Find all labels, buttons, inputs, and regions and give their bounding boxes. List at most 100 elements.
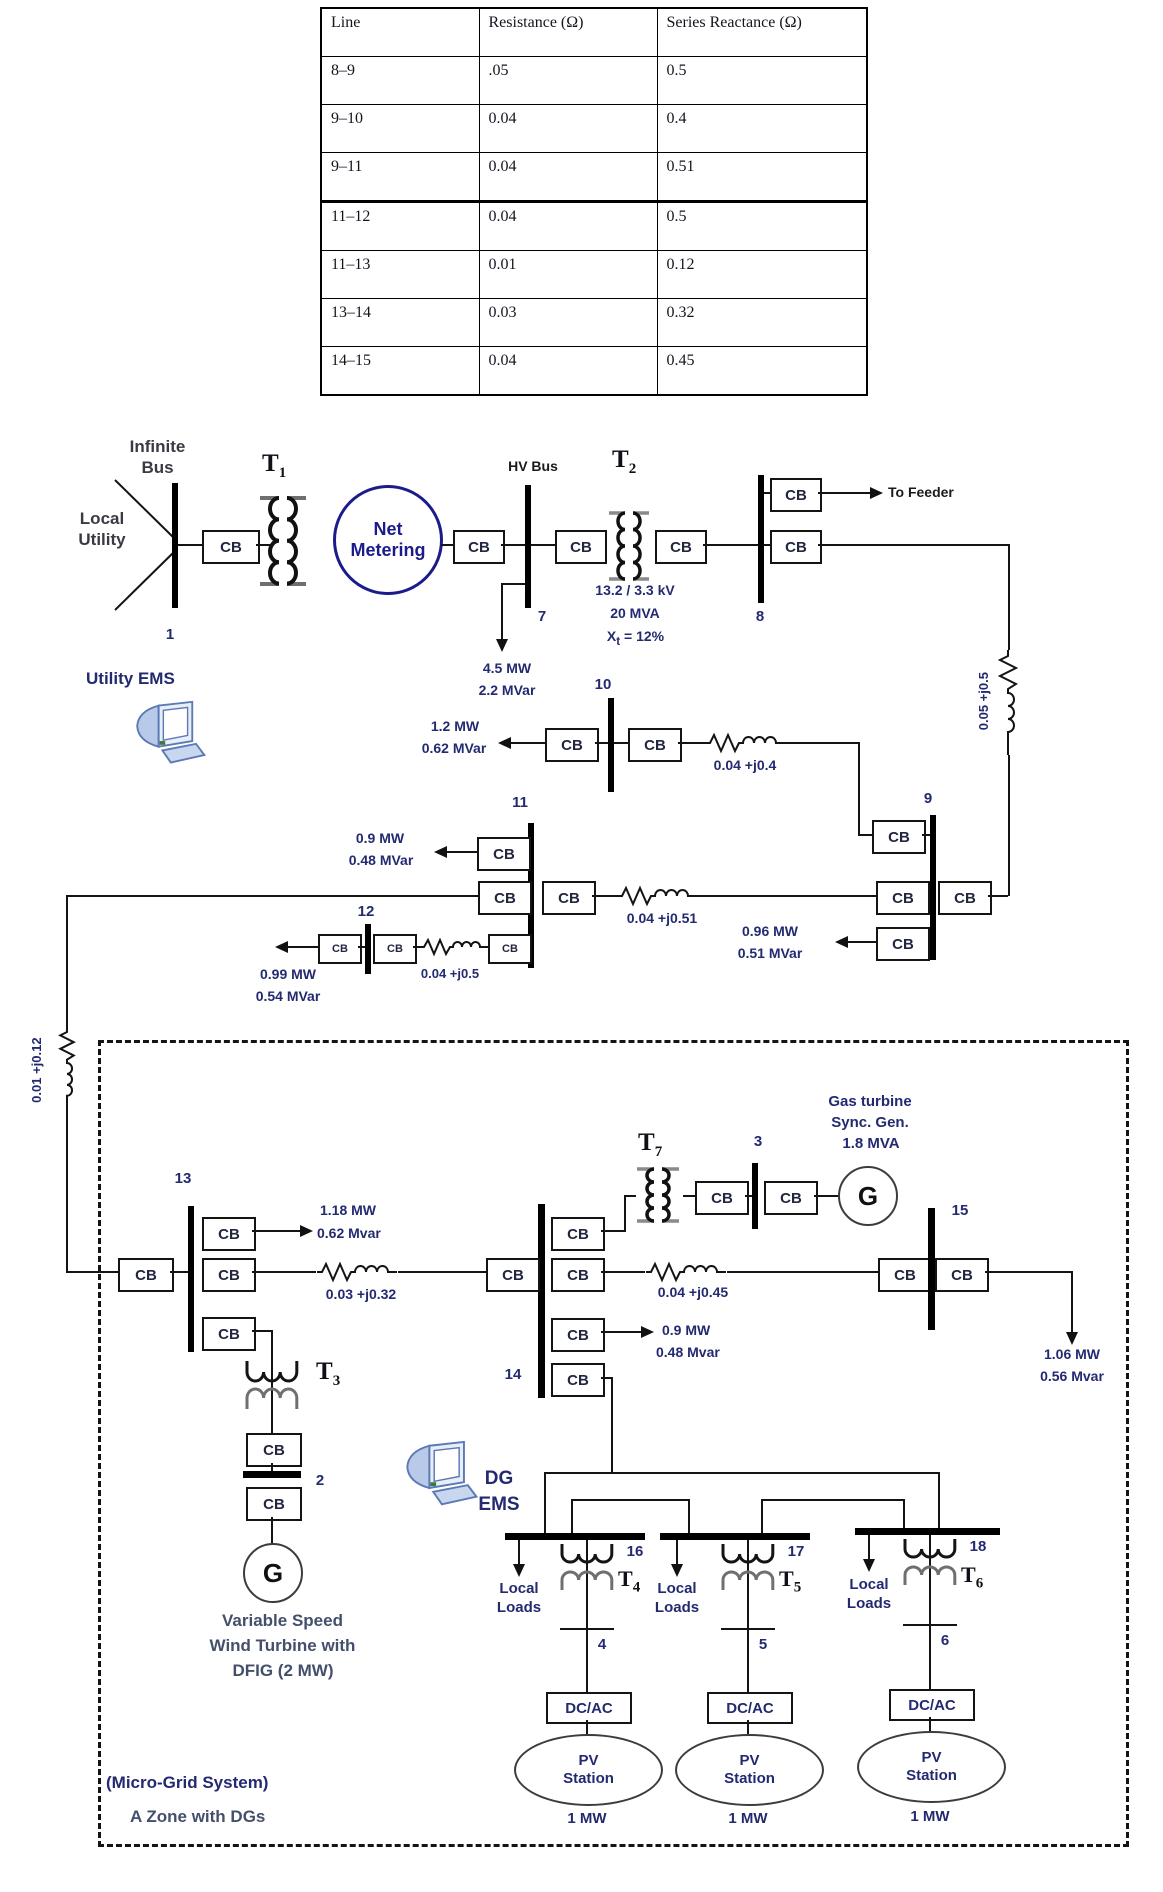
load-arrowhead: [832, 936, 848, 948]
circuit-breaker: CB: [551, 1318, 605, 1352]
bus-16-number: 16: [626, 1543, 644, 1560]
bus-12-number: 12: [357, 903, 375, 920]
wire: [745, 1195, 752, 1197]
bus7-load-mw: 4.5 MW: [482, 660, 532, 676]
transformer-t5-icon: [721, 1544, 775, 1590]
bus-5-number: 5: [758, 1636, 768, 1653]
bus-3-number: 3: [753, 1133, 763, 1150]
wire: [571, 1499, 573, 1534]
circuit-breaker: CB: [202, 1258, 256, 1292]
bus-2-bar: [243, 1471, 301, 1478]
wire: [66, 1115, 68, 1272]
bus-15-bar: [928, 1208, 935, 1330]
wire: [1008, 755, 1010, 896]
wire: [601, 1377, 613, 1379]
table-header-row: Line Resistance (Ω) Series Reactance (Ω): [320, 7, 868, 57]
bus-5-tick: [721, 1628, 775, 1630]
net-metering-circle: Net Metering: [333, 485, 443, 595]
impedance-9-10-icon: [705, 732, 785, 754]
impedance-11-12-icon: [420, 937, 482, 957]
transformer-t4-icon: [560, 1544, 614, 1590]
wire: [985, 1271, 1073, 1273]
impedance-9-10-value: 0.04 +j0.4: [713, 757, 777, 773]
dg-ems-label: DG EMS: [478, 1468, 520, 1515]
transformer-t3-label: T3: [316, 1358, 341, 1389]
bus14-load-mw: 0.9 MW: [662, 1322, 711, 1338]
circuit-breaker: CB: [938, 881, 992, 915]
wire: [785, 742, 860, 744]
bus-17-number: 17: [787, 1543, 805, 1560]
circuit-breaker: CB: [453, 530, 505, 564]
impedance-8-9-icon: [997, 650, 1019, 755]
to-feeder-label: To Feeder: [888, 484, 954, 500]
col-header-resistance: Resistance (Ω): [478, 7, 658, 57]
gas-turbine-label-2: Sync. Gen.: [831, 1114, 909, 1131]
wire: [761, 1499, 763, 1534]
load-arrowhead: [495, 737, 511, 749]
bus-16-bar: [505, 1533, 645, 1540]
wire: [285, 946, 318, 948]
wire: [762, 1499, 905, 1501]
wire: [595, 742, 608, 744]
col-header-line: Line: [320, 7, 480, 57]
circuit-breaker: CB: [878, 1258, 932, 1292]
impedance-11-12-value: 0.04 +j0.5: [420, 966, 480, 981]
bus-10-bar: [608, 698, 614, 792]
wire: [252, 1230, 300, 1232]
bus-11-number: 11: [512, 794, 528, 811]
wire: [988, 895, 1008, 897]
computer-icon: [406, 1440, 479, 1506]
wire: [858, 834, 872, 836]
load-arrowhead: [863, 1559, 875, 1575]
load-arrowhead: [272, 941, 288, 953]
wire: [683, 1195, 695, 1197]
transformer-t6-label: T6: [961, 1562, 984, 1592]
wire: [441, 544, 453, 546]
impedance-14-15-value: 0.04 +j0.45: [657, 1284, 729, 1300]
circuit-breaker: CB: [488, 934, 532, 964]
circuit-breaker: CB: [551, 1217, 605, 1251]
wire: [601, 1331, 641, 1333]
transformer-t7-label: T7: [638, 1129, 663, 1160]
circuit-breaker: CB: [764, 1181, 818, 1215]
wire: [252, 1271, 316, 1273]
dc-ac-converter: DC/AC: [707, 1692, 793, 1724]
wind-generator-circle: G: [243, 1543, 303, 1603]
wire: [482, 946, 488, 948]
bus-1-number: 1: [165, 626, 175, 643]
circuit-breaker: CB: [770, 530, 822, 564]
circuit-breaker: CB: [872, 820, 926, 854]
wire: [601, 1271, 645, 1273]
transformer-t2-label: T2: [612, 446, 637, 477]
circuit-breaker: CB: [246, 1487, 302, 1521]
computer-icon: [136, 700, 207, 764]
bus11-load-mvar: 0.48 MVar: [348, 852, 414, 868]
bus13-load-mvar: 0.62 Mvar: [317, 1225, 381, 1241]
dc-ac-converter: DC/AC: [889, 1689, 975, 1721]
wire: [845, 941, 876, 943]
wire: [66, 895, 68, 1027]
wire: [929, 1535, 931, 1689]
transformer-t4-label: T4: [618, 1566, 641, 1596]
zone-caption: A Zone with DGs: [130, 1807, 266, 1826]
wire: [747, 1540, 749, 1692]
impedance-9-11-value: 0.04 +j0.51: [626, 910, 698, 926]
load-arrowhead: [431, 846, 447, 858]
t2-voltage: 13.2 / 3.3 kV: [595, 582, 675, 598]
wire: [703, 544, 758, 546]
wire: [501, 544, 525, 546]
utility-ems-label: Utility EMS: [86, 669, 175, 688]
pv-rating: 1 MW: [728, 1810, 768, 1827]
wire: [531, 544, 555, 546]
transformer-t3-icon: [245, 1361, 299, 1409]
impedance-11-13-value: 0.01 +j0.12: [28, 1037, 44, 1103]
col-header-reactance: Series Reactance (Ω): [656, 7, 868, 57]
wire: [518, 1540, 520, 1564]
bus-7-number: 7: [537, 608, 547, 625]
bus-4-number: 4: [597, 1636, 607, 1653]
bus10-load-mw: 1.2 MW: [430, 718, 480, 734]
